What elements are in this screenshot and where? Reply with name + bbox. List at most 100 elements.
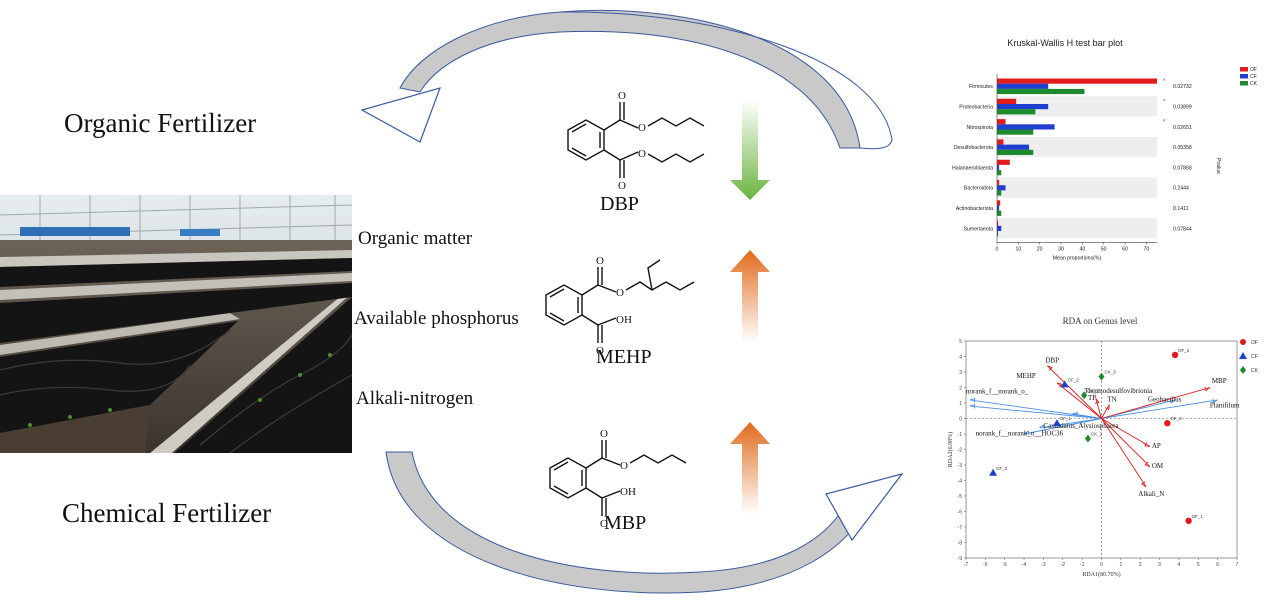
kw-bar-ck bbox=[997, 210, 1002, 216]
kw-bar-cf bbox=[997, 83, 1049, 89]
kw-bar-of bbox=[997, 159, 1010, 165]
kw-legend-label-of: OF bbox=[1250, 67, 1257, 73]
rda-env-arrow-head bbox=[1204, 386, 1211, 392]
kw-pvalue: 0.2444 bbox=[1173, 186, 1189, 192]
rda-y-tick-label: -5 bbox=[958, 494, 963, 500]
rda-point-cf bbox=[1052, 419, 1061, 427]
rda-species-arrow-head bbox=[969, 398, 976, 403]
rda-point-label: OF_2 bbox=[1178, 348, 1190, 353]
kw-x-tick-label: 70 bbox=[1143, 246, 1149, 252]
rda-y-tick-label: -9 bbox=[958, 556, 963, 562]
kw-category-label: Bacteroidota bbox=[964, 186, 993, 192]
kw-pvalue-axis-label: Pvalue bbox=[1215, 158, 1221, 174]
rda-vector-label: TP bbox=[1088, 394, 1096, 402]
kw-category-label: Actinobacteriota bbox=[956, 206, 993, 212]
rda-vector-label: norank_f__norank_o_ bbox=[966, 388, 1029, 396]
organic-fertilizer-label: Organic Fertilizer bbox=[64, 108, 257, 138]
rda-legend-label-ck: CK bbox=[1251, 368, 1259, 374]
kw-significance-mark: * bbox=[1163, 120, 1166, 126]
kw-x-axis-label: Mean proportions(%) bbox=[1053, 255, 1102, 261]
rda-vector-label: AP bbox=[1152, 442, 1161, 450]
rda-point-cf bbox=[989, 468, 998, 476]
rda-title: RDA on Genus level bbox=[1063, 316, 1138, 326]
rda-x-tick-label: -1 bbox=[1080, 562, 1085, 568]
rda-x-tick-label: -7 bbox=[964, 562, 969, 568]
rda-vector-label: OM bbox=[1152, 462, 1164, 470]
kw-bar-of bbox=[997, 98, 1017, 104]
kw-category-label: Sumerlaeota bbox=[964, 226, 994, 232]
svg-text:O: O bbox=[620, 460, 628, 472]
mehp-structure bbox=[545, 259, 695, 343]
rda-legend-label-of: OF bbox=[1251, 340, 1258, 346]
rda-y-tick-label: 2 bbox=[959, 385, 962, 391]
mbp-up-arrow bbox=[730, 422, 770, 514]
dbp-name: DBP bbox=[600, 193, 639, 215]
kw-category-label: Halanaerobiaeota bbox=[952, 165, 993, 171]
svg-text:O: O bbox=[616, 287, 624, 299]
kw-pvalue: 0.07868 bbox=[1173, 165, 1192, 171]
kw-x-tick-label: 50 bbox=[1101, 246, 1107, 252]
kw-pvalue: 0.02651 bbox=[1173, 125, 1192, 131]
rda-y-tick-label: 5 bbox=[959, 339, 962, 345]
rda-vector-label: Thermodesulfovibrionia bbox=[1084, 387, 1153, 395]
rda-y-tick-label: 1 bbox=[959, 401, 962, 407]
kw-category-label: Firmicutes bbox=[969, 84, 993, 90]
rda-point-ck bbox=[1084, 434, 1091, 443]
rda-env-arrow-head bbox=[1056, 382, 1063, 388]
rda-env-arrow bbox=[1101, 387, 1211, 419]
rda-point-label: CK_3 bbox=[1105, 370, 1117, 375]
rda-y-tick-label: -7 bbox=[958, 525, 963, 531]
rda-species-arrow bbox=[1101, 399, 1218, 419]
kw-bar-ck bbox=[997, 109, 1036, 115]
kw-category-label: Nitrospirota bbox=[966, 125, 993, 131]
rda-x-tick-label: -6 bbox=[983, 562, 988, 568]
rda-x-tick-label: 6 bbox=[1216, 562, 1219, 568]
kw-legend-label-ck: CK bbox=[1250, 81, 1258, 87]
trend-arrows bbox=[730, 100, 770, 514]
rda-env-arrow bbox=[1101, 418, 1147, 487]
kw-x-tick-label: 30 bbox=[1058, 246, 1064, 252]
svg-text:O: O bbox=[600, 518, 608, 530]
rda-point-label: CF_3 bbox=[996, 466, 1008, 471]
rda-y-tick-label: -4 bbox=[958, 478, 963, 484]
kw-pvalue: 0.07844 bbox=[1173, 226, 1192, 232]
rda-legend-label-cf: CF bbox=[1251, 354, 1258, 360]
svg-text:O: O bbox=[618, 90, 626, 102]
kw-row-band bbox=[997, 177, 1157, 198]
dbp-down-arrow bbox=[730, 100, 770, 200]
rda-env-arrow bbox=[1101, 418, 1151, 467]
factor-available-phosphorus: Available phosphorus bbox=[354, 308, 519, 329]
rda-y-tick-label: -2 bbox=[958, 447, 963, 453]
rda-species-arrow bbox=[969, 405, 1102, 419]
rda-x-tick-label: -3 bbox=[1041, 562, 1046, 568]
kw-bar-ck bbox=[997, 88, 1085, 95]
mbp-structure bbox=[549, 440, 687, 516]
rda-species-arrow bbox=[1023, 418, 1102, 435]
rda-vector-label: Geobacillus bbox=[1148, 395, 1182, 403]
rda-vector-label: DBP bbox=[1045, 357, 1059, 365]
rda-x-axis-label: RDA1(80.70%) bbox=[1082, 571, 1120, 578]
rda-point-cf bbox=[1060, 380, 1069, 388]
rda-vector-label: norank_f__norank_o__HOC36 bbox=[976, 430, 1064, 438]
rda-env-arrow bbox=[1101, 418, 1151, 447]
kw-category-label: Proteobacteria bbox=[959, 104, 993, 110]
rda-env-arrow-head bbox=[1144, 442, 1150, 447]
rda-species-arrow-head bbox=[969, 403, 976, 409]
rda-env-arrow bbox=[1046, 365, 1102, 419]
kw-bar-of bbox=[997, 78, 1157, 84]
rda-y-tick-label: -1 bbox=[958, 432, 963, 438]
kw-legend-swatch-cf bbox=[1240, 74, 1248, 79]
kw-x-tick-label: 60 bbox=[1122, 246, 1128, 252]
rda-legend-marker-ck bbox=[1240, 366, 1246, 374]
rda-x-tick-label: 5 bbox=[1197, 562, 1200, 568]
mehp-name: MEHP bbox=[596, 346, 652, 368]
rda-y-axis-label: RDA2(6.98%) bbox=[947, 432, 954, 467]
rda-x-tick-label: 0 bbox=[1100, 562, 1103, 568]
chemical-structures: O O O O O O O OH O O O OH bbox=[545, 90, 705, 530]
rda-vector-label: Planifilum bbox=[1210, 402, 1240, 410]
factor-organic-matter: Organic matter bbox=[358, 228, 473, 249]
bottom-arrowhead bbox=[825, 472, 904, 542]
kw-legend-label-cf: CF bbox=[1250, 74, 1257, 80]
